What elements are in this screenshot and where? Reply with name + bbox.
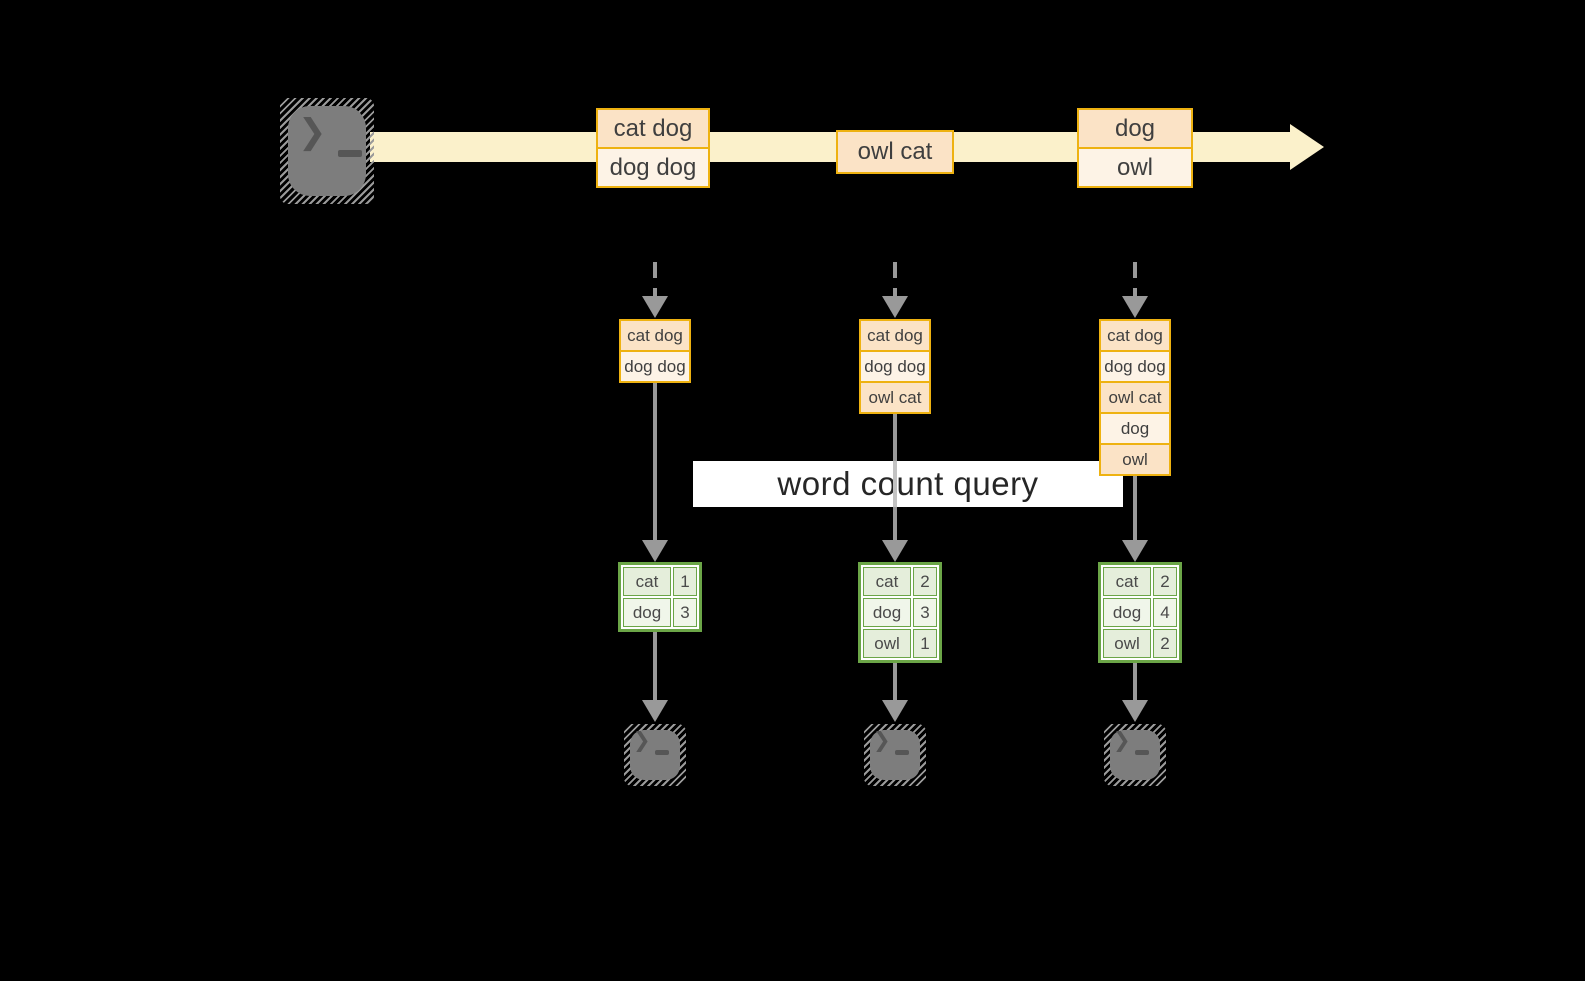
prompt-underscore-icon (655, 750, 669, 755)
count-table-2: cat 2 dog 3 owl 1 (858, 562, 942, 663)
buffer-item: owl cat (1101, 381, 1169, 412)
count-row: cat 2 (863, 567, 937, 596)
dashed-arrow-line (1133, 262, 1137, 296)
buffer-item: cat dog (1101, 321, 1169, 350)
prompt-underscore-icon (1135, 750, 1149, 755)
stream-record: owl cat (838, 132, 952, 172)
prompt-chevron-icon: ❯ (633, 729, 651, 752)
output-terminal-icon: ❯ (1104, 724, 1166, 786)
source-terminal-icon: ❯ (280, 98, 374, 204)
count-row: cat 2 (1103, 567, 1177, 596)
arrow-head-icon (882, 296, 908, 318)
count-cell: 2 (1153, 629, 1177, 658)
word-cell: dog (863, 598, 911, 627)
prompt-chevron-icon: ❯ (873, 729, 891, 752)
dashed-arrow-line (653, 262, 657, 296)
arrow-head-icon (642, 700, 668, 722)
buffer-stack-1: cat dog dog dog (619, 319, 691, 383)
prompt-chevron-icon: ❯ (298, 113, 327, 151)
prompt-underscore-icon (895, 750, 909, 755)
word-cell: cat (863, 567, 911, 596)
terminal-icon (630, 730, 680, 780)
stream-batch-1: cat dog dog dog (596, 108, 710, 188)
word-cell: owl (1103, 629, 1151, 658)
arrow-head-icon (642, 540, 668, 562)
word-cell: cat (1103, 567, 1151, 596)
connector-line (893, 461, 897, 507)
buffer-item: cat dog (861, 321, 929, 350)
arrow-head-icon (642, 296, 668, 318)
buffer-item: dog dog (861, 350, 929, 381)
stream-arrowhead-icon (1290, 124, 1324, 170)
buffer-item: dog (1101, 412, 1169, 443)
connector-line (653, 383, 657, 540)
buffer-item: cat dog (621, 321, 689, 350)
count-cell: 1 (673, 567, 697, 596)
stream-record: dog dog (598, 147, 708, 186)
count-row: owl 2 (1103, 629, 1177, 658)
count-cell: 3 (913, 598, 937, 627)
count-cell: 2 (1153, 567, 1177, 596)
dashed-arrow-line (893, 262, 897, 296)
arrow-head-icon (1122, 700, 1148, 722)
count-row: dog 3 (863, 598, 937, 627)
arrow-head-icon (1122, 296, 1148, 318)
count-cell: 1 (913, 629, 937, 658)
word-cell: dog (1103, 598, 1151, 627)
count-cell: 3 (673, 598, 697, 627)
buffer-item: owl cat (861, 381, 929, 412)
buffer-item: dog dog (621, 350, 689, 381)
arrow-head-icon (882, 700, 908, 722)
stream-batch-3: dog owl (1077, 108, 1193, 188)
prompt-underscore-icon (338, 150, 362, 157)
word-cell: owl (863, 629, 911, 658)
buffer-stack-3: cat dog dog dog owl cat dog owl (1099, 319, 1171, 476)
stream-record: owl (1079, 147, 1191, 186)
buffer-item: owl (1101, 443, 1169, 474)
count-row: owl 1 (863, 629, 937, 658)
stream-batch-2: owl cat (836, 130, 954, 174)
arrow-head-icon (882, 540, 908, 562)
count-row: dog 3 (623, 598, 697, 627)
connector-line (893, 663, 897, 700)
buffer-item: dog dog (1101, 350, 1169, 381)
count-row: dog 4 (1103, 598, 1177, 627)
count-table-3: cat 2 dog 4 owl 2 (1098, 562, 1182, 663)
buffer-stack-2: cat dog dog dog owl cat (859, 319, 931, 414)
terminal-icon (1110, 730, 1160, 780)
query-label-text: word count query (777, 465, 1039, 502)
word-cell: cat (623, 567, 671, 596)
output-terminal-icon: ❯ (864, 724, 926, 786)
count-cell: 2 (913, 567, 937, 596)
connector-line (1133, 476, 1137, 540)
stream-record: cat dog (598, 110, 708, 147)
output-terminal-icon: ❯ (624, 724, 686, 786)
terminal-icon (870, 730, 920, 780)
arrow-head-icon (1122, 540, 1148, 562)
stream-record: dog (1079, 110, 1191, 147)
word-count-query-label: word count query (693, 461, 1123, 507)
prompt-chevron-icon: ❯ (1113, 729, 1131, 752)
connector-line (1133, 663, 1137, 700)
connector-line (653, 632, 657, 700)
word-cell: dog (623, 598, 671, 627)
count-cell: 4 (1153, 598, 1177, 627)
count-row: cat 1 (623, 567, 697, 596)
count-table-1: cat 1 dog 3 (618, 562, 702, 632)
